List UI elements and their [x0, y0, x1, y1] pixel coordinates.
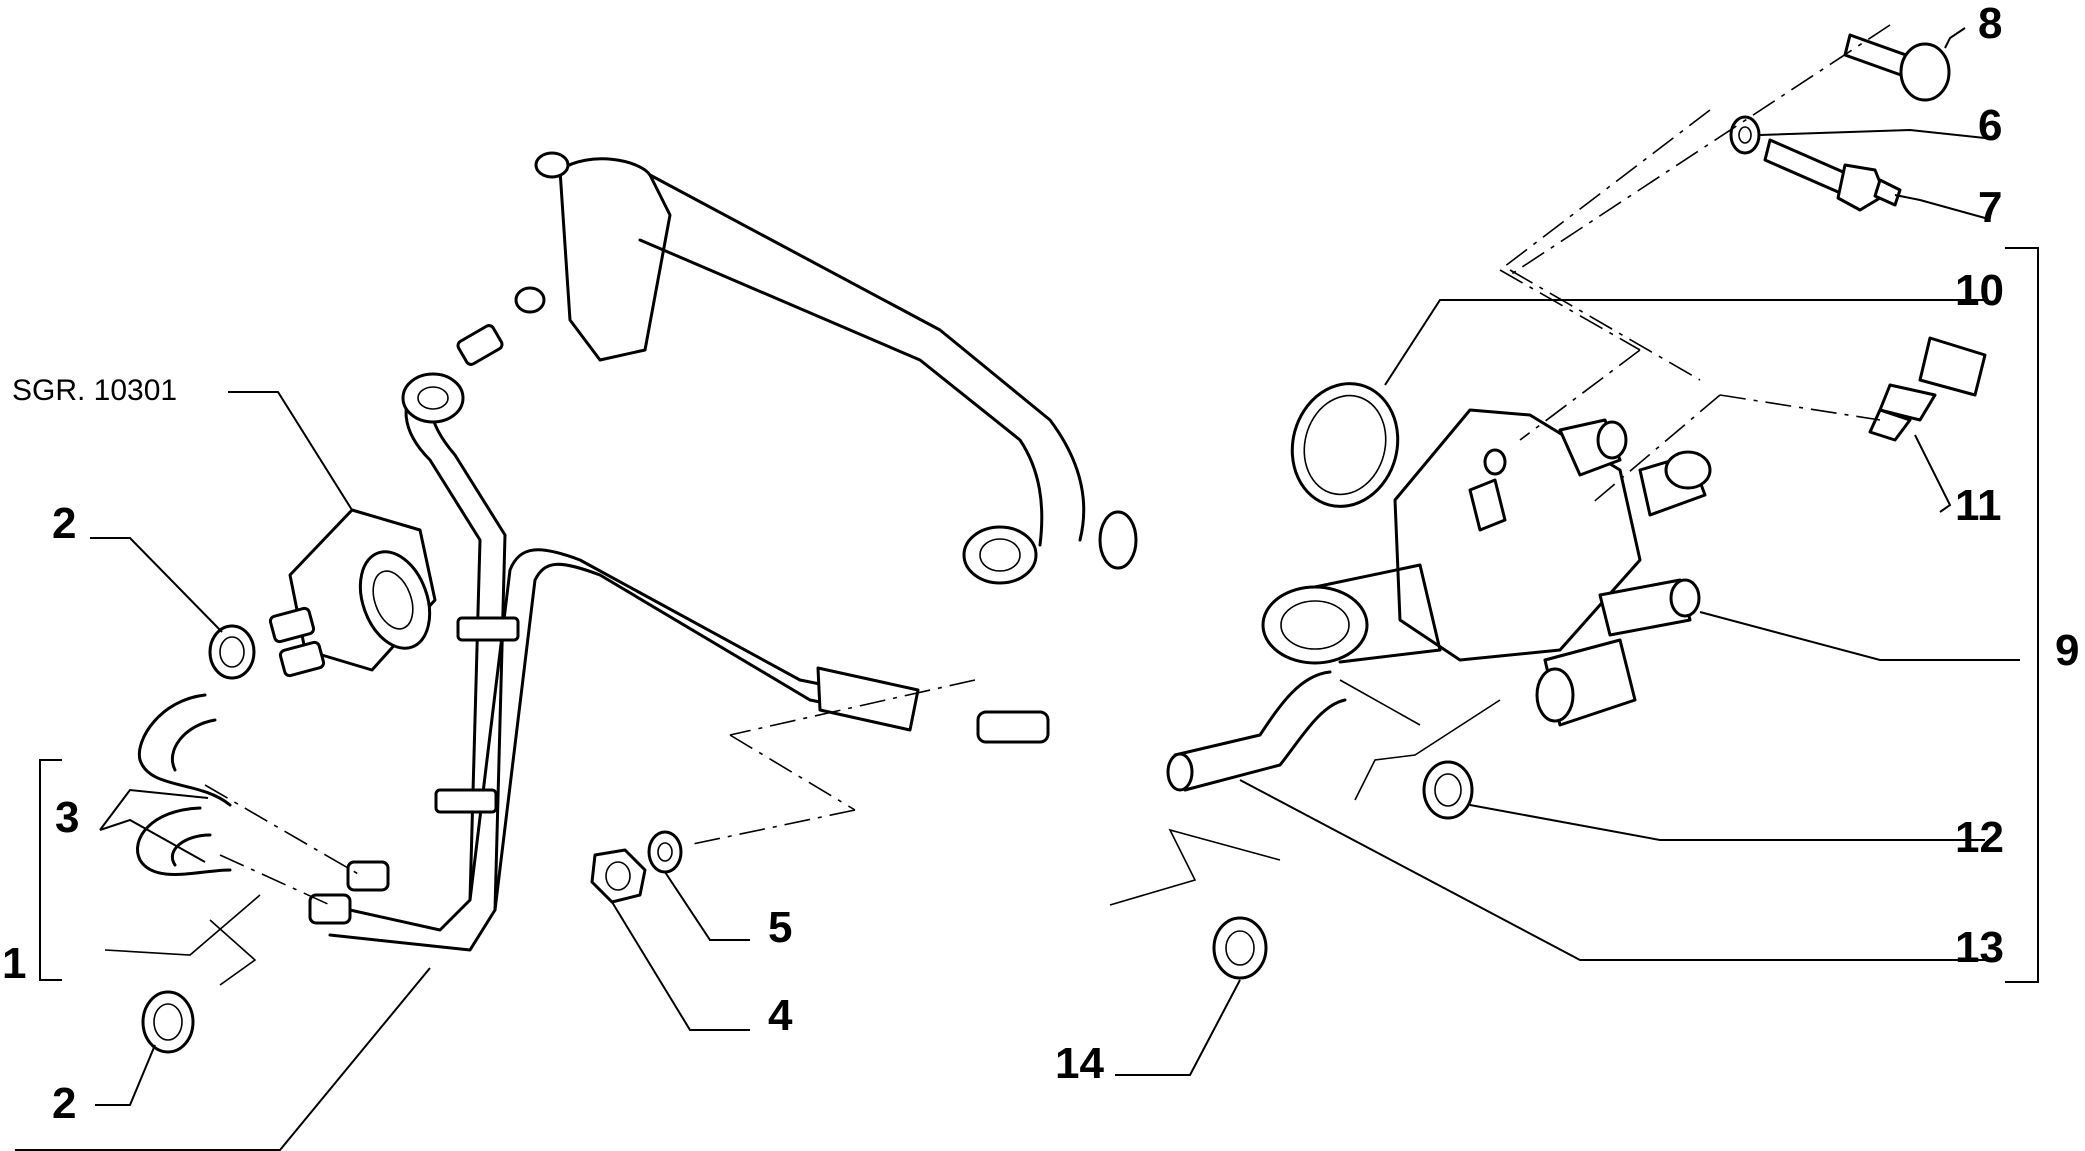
long-pipe-assembly: [308, 372, 1050, 952]
callout-7: 7: [1978, 183, 2002, 232]
hose-clamp-12: [1422, 760, 1474, 820]
hose-clamp-14: [1212, 916, 1268, 980]
callout-4: 4: [768, 991, 793, 1040]
callout-1: 1: [2, 939, 26, 988]
assembly-lines: [104, 24, 1891, 986]
nut-part-4: [590, 848, 647, 904]
callout-3: 3: [55, 793, 79, 842]
callout-11: 11: [1955, 481, 2002, 530]
hose-clamp-lower: [141, 990, 195, 1054]
callout-12: 12: [1955, 813, 2004, 862]
callout-14: 14: [1055, 1039, 1104, 1088]
hose-part-13: [1166, 670, 1347, 792]
bolt-part-8: [1843, 33, 1951, 102]
reference-leader: [228, 391, 353, 511]
o-ring-part-10: [1290, 382, 1400, 508]
temperature-sensor-part-11: [1868, 336, 1987, 442]
group-bracket-1: [39, 759, 62, 981]
callout-2-upper: 2: [52, 499, 76, 548]
callout-2-lower: 2: [52, 1079, 76, 1128]
thermostat-housing-part-9: [1261, 408, 1712, 727]
upper-water-pipe: [456, 151, 1138, 585]
callout-5: 5: [768, 903, 792, 952]
stud-part-7: [1763, 138, 1902, 212]
reference-label: SGR. 10301: [12, 374, 177, 407]
oil-cooler: [268, 508, 437, 678]
leader-lines: [15, 27, 2020, 1151]
callout-10: 10: [1955, 266, 2004, 315]
callout-8: 8: [1978, 0, 2002, 48]
group-bracket-9: [2005, 247, 2039, 983]
hose-clamp-upper: [208, 624, 256, 680]
washer-part-6: [1729, 115, 1761, 155]
washer-part-5: [647, 830, 683, 874]
short-hoses: [136, 693, 232, 876]
callout-9: 9: [2055, 626, 2079, 675]
callout-6: 6: [1978, 101, 2002, 150]
callout-13: 13: [1955, 923, 2004, 972]
